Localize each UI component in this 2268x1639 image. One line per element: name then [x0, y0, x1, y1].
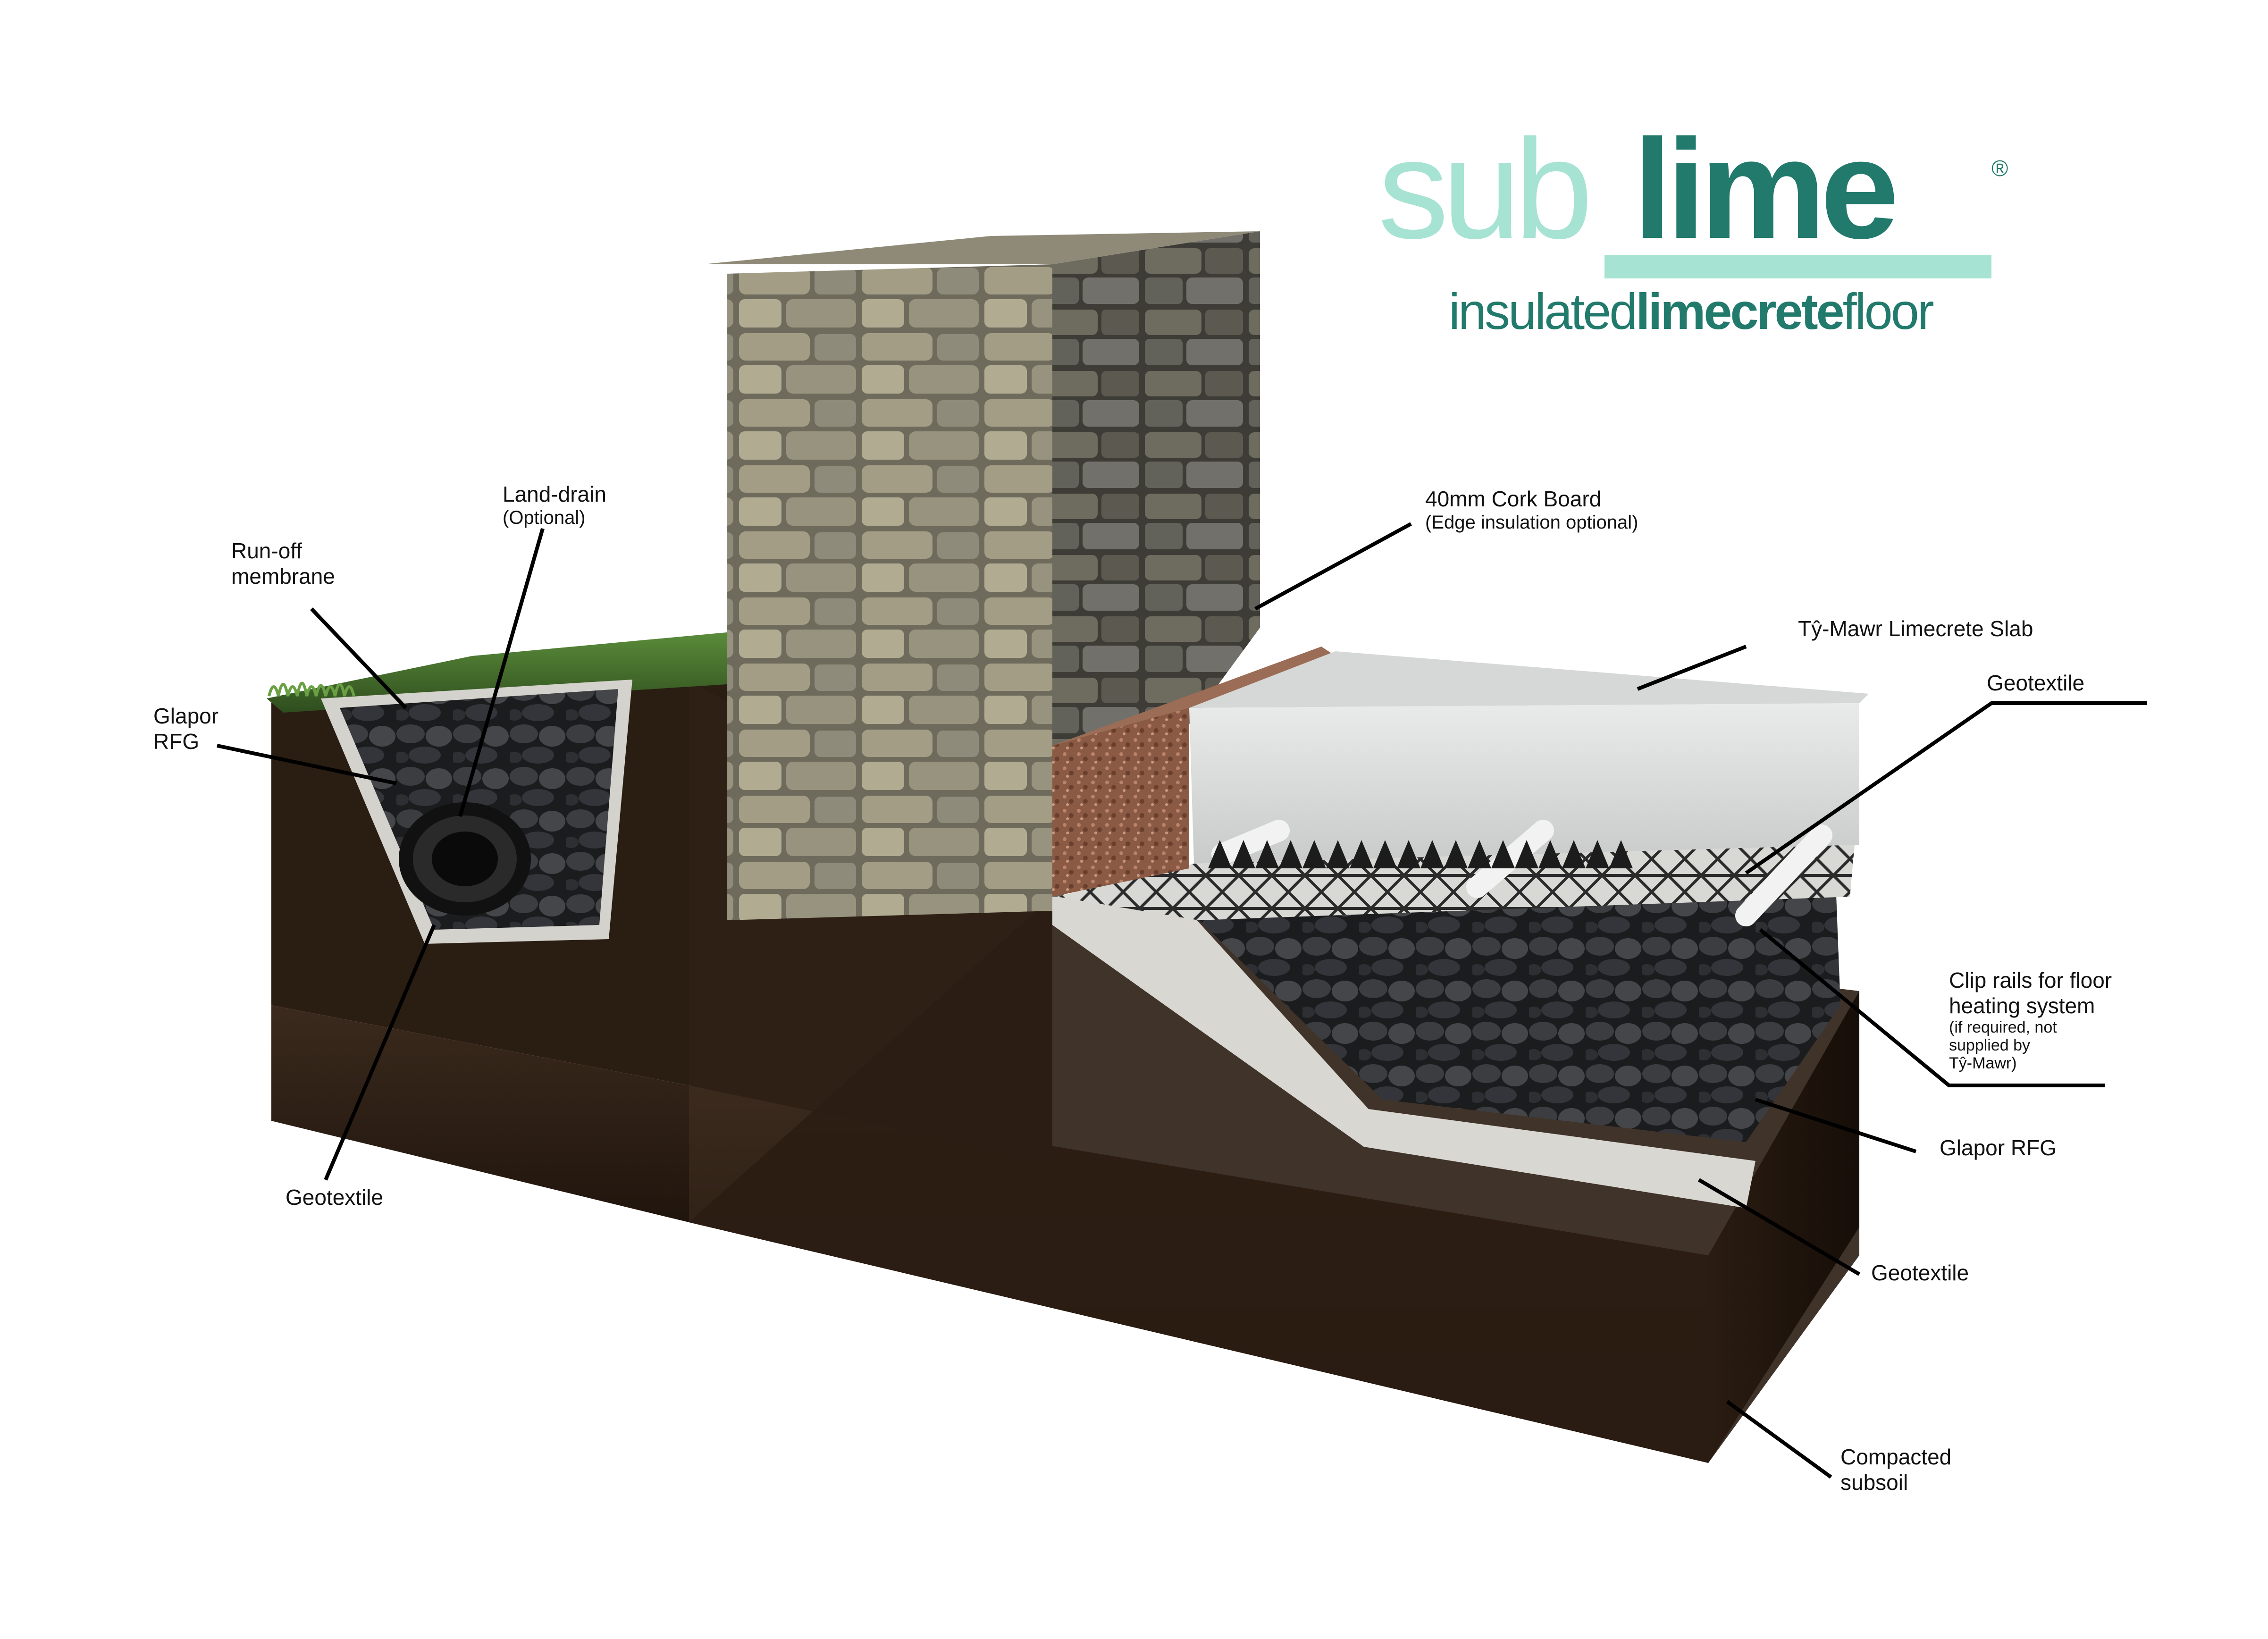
label-glapor-left: Glapor RFG	[153, 703, 218, 754]
land-drain-pipe	[399, 802, 531, 916]
clip-rails-line-2: heating system	[1949, 993, 2095, 1018]
tagline-part-1: insulated	[1449, 283, 1638, 340]
leader-runoff	[310, 607, 407, 709]
leader-clip-rails	[1759, 928, 2105, 1087]
soil-side-face	[1708, 991, 1859, 1463]
tagline-part-bold: limecrete	[1636, 283, 1844, 340]
leader-geotextile-top	[1745, 701, 2147, 875]
heating-pipes	[1208, 820, 1832, 926]
label-compacted-subsoil: Compacted subsoil	[1840, 1444, 1951, 1495]
label-geotextile-right: Geotextile	[1871, 1261, 1969, 1285]
logo-underline-bar	[1604, 255, 1991, 278]
logo-tagline: insulatedlimecretefloor	[1449, 283, 1934, 340]
grass-strip	[267, 632, 727, 713]
glapor-left-line-2: RFG	[153, 729, 200, 754]
limecrete-slab-front	[1189, 703, 1859, 864]
leader-subsoil	[1726, 1400, 1832, 1479]
geotextile-base-right	[1052, 897, 1756, 1208]
stone-wall-top	[703, 231, 1260, 264]
subsoil-line-1: Compacted	[1840, 1445, 1952, 1469]
runoff-line-2: membrane	[231, 564, 335, 588]
clip-rails-note-2: supplied by	[1949, 1036, 2031, 1054]
logo-word-bold: lime	[1633, 109, 1899, 268]
tagline-part-2: floor	[1842, 283, 1934, 340]
label-limecrete-slab: Tŷ-Mawr Limecrete Slab	[1798, 616, 2033, 641]
logo-word-light: sub	[1378, 109, 1593, 268]
label-clip-rails: Clip rails for floor heating system (if …	[1949, 967, 2112, 1072]
glapor-left-line-1: Glapor	[153, 704, 219, 728]
leader-slab	[1637, 645, 1747, 691]
leader-lines	[217, 522, 2147, 1479]
leader-geotextile-right	[1697, 1178, 1861, 1276]
limecrete-slab-top	[1189, 651, 1869, 708]
mesh-layer	[1057, 845, 1855, 920]
label-land-drain: Land-drain (Optional)	[503, 481, 606, 529]
clip-rails-line-1: Clip rails for floor	[1949, 968, 2112, 992]
glapor-bed-stones	[1180, 883, 1840, 1142]
leader-land-drain	[458, 528, 545, 817]
land-drain-title: Land-drain	[503, 482, 606, 506]
clip-rails-note-3: Tŷ-Mawr)	[1949, 1054, 2017, 1072]
stone-wall-front	[727, 264, 1052, 920]
label-glapor-right: Glapor RFG	[1940, 1135, 2057, 1160]
land-drain-note: (Optional)	[503, 507, 586, 528]
clip-rails-note-1: (if required, not	[1949, 1018, 2057, 1036]
leader-glapor-left	[217, 744, 397, 785]
cork-board-note: (Edge insulation optional)	[1425, 512, 1638, 533]
subsoil-line-2: subsoil	[1840, 1470, 1908, 1495]
runoff-line-1: Run-off	[231, 538, 302, 563]
leader-glapor-right	[1755, 1098, 1917, 1153]
logo-registered-mark: ®	[1991, 156, 2008, 181]
label-cork-board: 40mm Cork Board (Edge insulation optiona…	[1425, 486, 1638, 533]
label-geotextile-top: Geotextile	[1987, 671, 2085, 695]
label-geotextile-left: Geotextile	[286, 1185, 384, 1210]
cork-board-title: 40mm Cork Board	[1425, 487, 1602, 511]
leader-geotextile-left	[324, 924, 436, 1181]
label-runoff-membrane: Run-off membrane	[231, 538, 335, 589]
cork-board	[1052, 708, 1189, 897]
leader-cork	[1254, 522, 1412, 611]
